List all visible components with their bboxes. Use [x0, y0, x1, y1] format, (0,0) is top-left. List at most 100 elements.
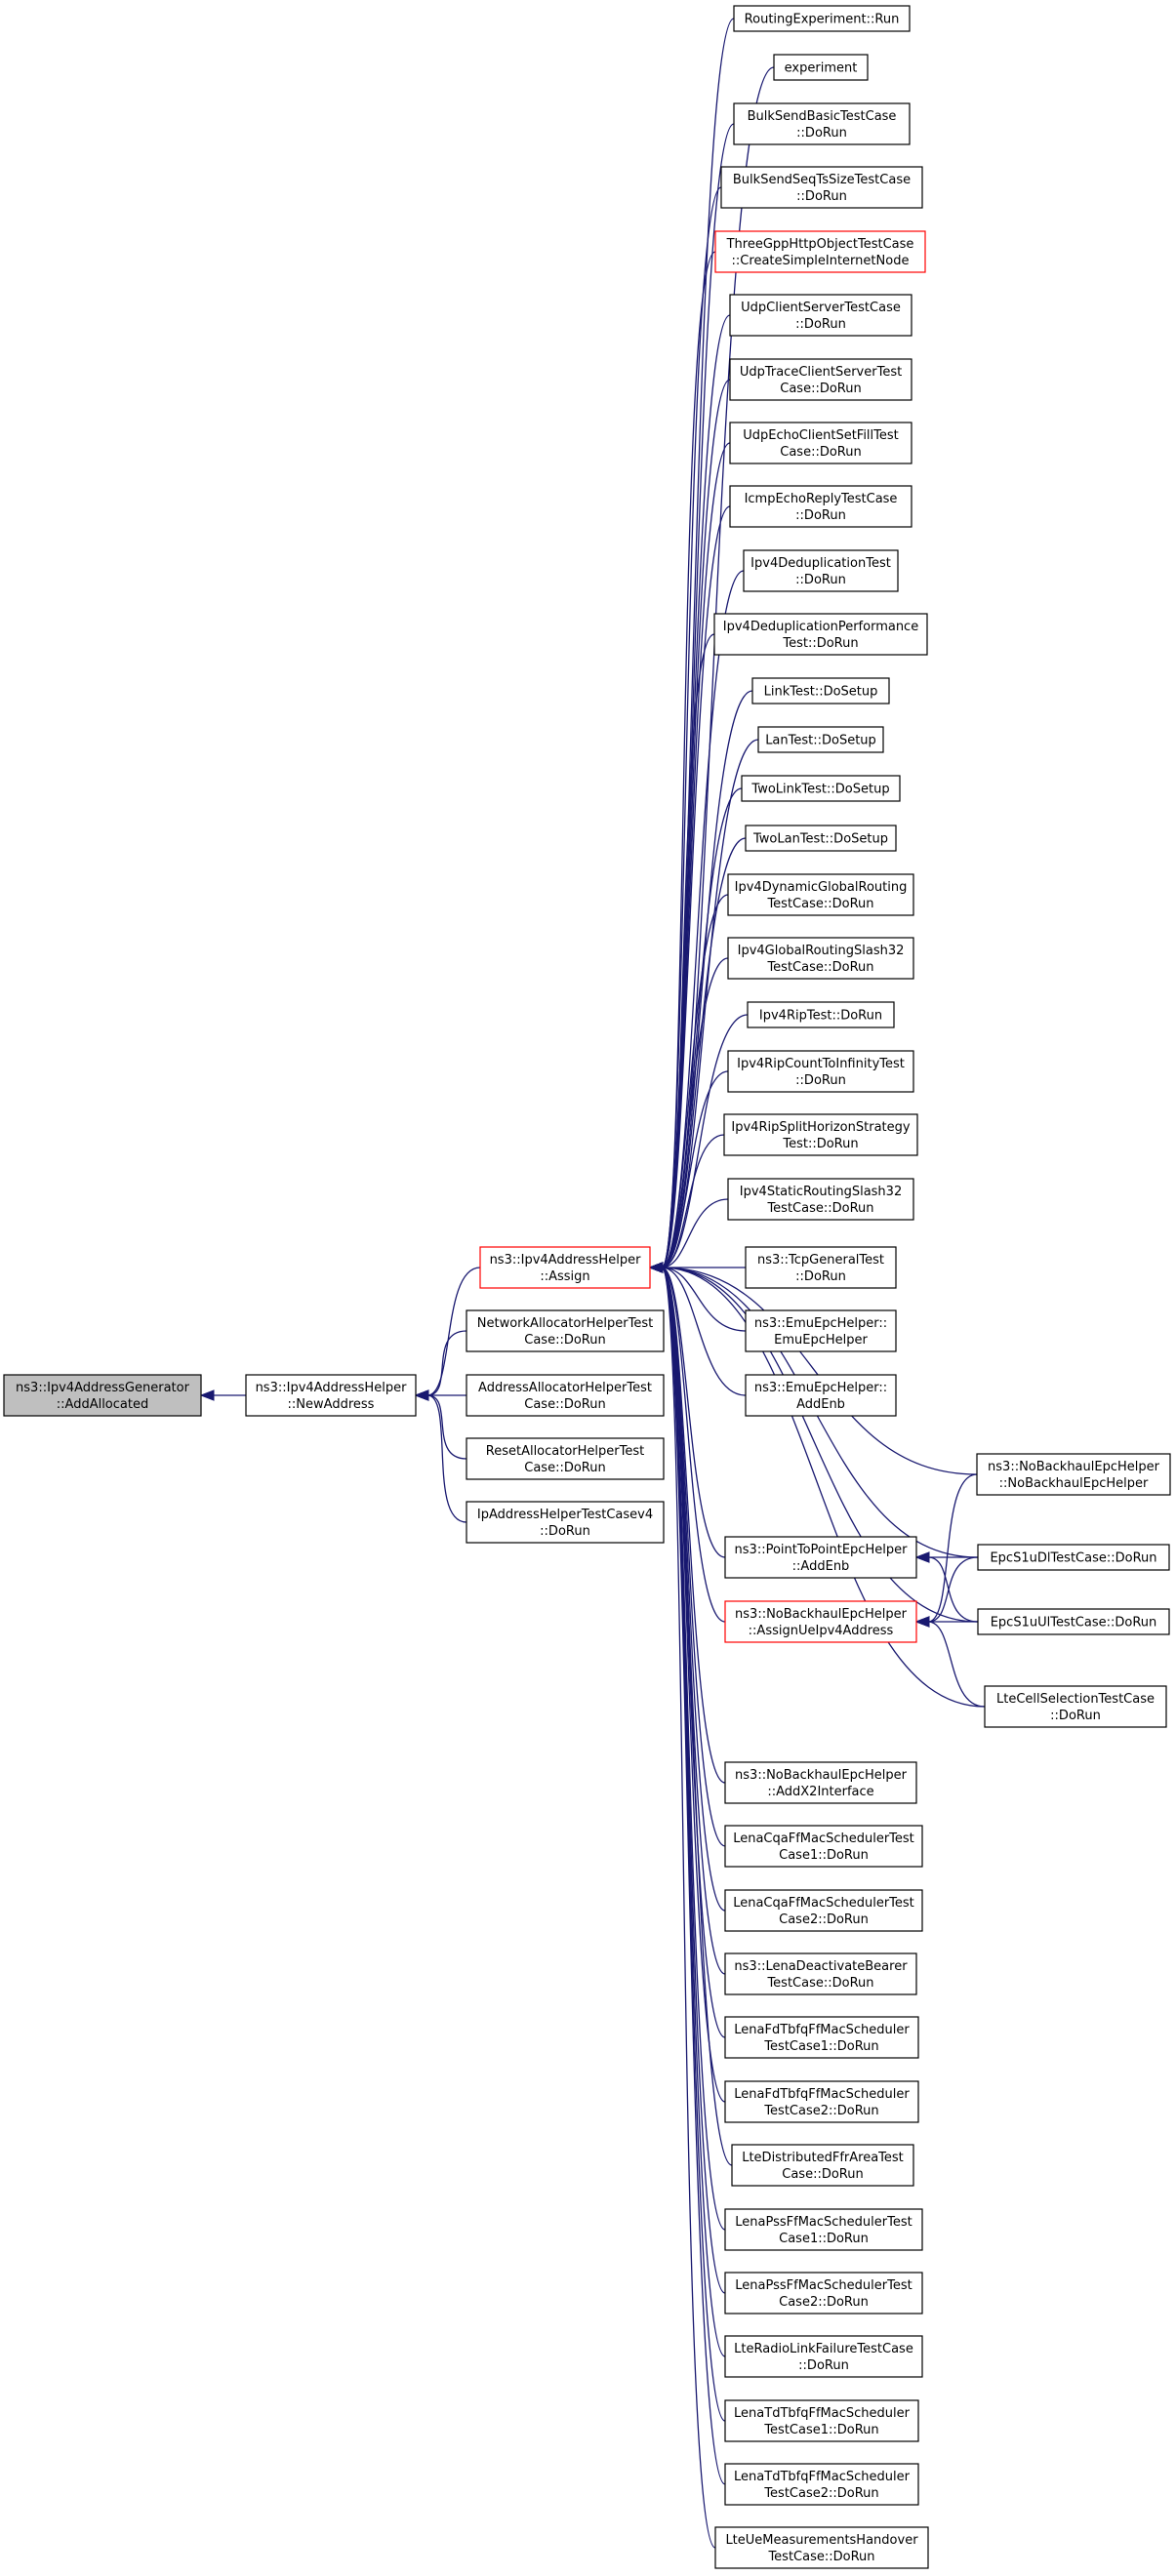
- node-bulkbasic[interactable]: BulkSendBasicTestCase::DoRun: [733, 102, 911, 145]
- node-label: ::AssignUeIpv4Address: [749, 1624, 894, 1638]
- node-box: [727, 1178, 914, 1221]
- node-box: [724, 2208, 923, 2251]
- node-icmpecho[interactable]: IcmpEchoReplyTestCase::DoRun: [729, 485, 912, 528]
- node-label: ::DoRun: [540, 1524, 590, 1539]
- node-experiment[interactable]: experiment: [773, 54, 869, 81]
- node-box: [724, 2272, 923, 2314]
- node-label: LenaFdTbfqFfMacScheduler: [734, 2023, 910, 2037]
- node-lantest[interactable]: LanTest::DoSetup: [757, 726, 884, 753]
- node-label: ::DoRun: [795, 317, 846, 332]
- node-label: experiment: [785, 61, 858, 76]
- edge-lenatd1-to-assign: [661, 1267, 726, 2422]
- node-routingexp[interactable]: RoutingExperiment::Run: [733, 5, 911, 32]
- node-udpcs[interactable]: UdpClientServerTestCase::DoRun: [729, 294, 912, 337]
- edge-ipv4static-to-assign: [661, 1198, 729, 1268]
- node-label: TestCase::DoRun: [766, 897, 873, 911]
- node-epcul[interactable]: EpcS1uUlTestCase::DoRun: [977, 1608, 1170, 1635]
- node-box: [466, 1501, 665, 1544]
- node-addx2[interactable]: ns3::NoBackhaulEpcHelper::AddX2Interface: [724, 1761, 917, 1804]
- arrowhead-iphelper-to-newaddress: [414, 1389, 429, 1401]
- node-box: [720, 166, 923, 209]
- node-label: ::NoBackhaulEpcHelper: [999, 1476, 1149, 1491]
- node-ipv4ripcount[interactable]: Ipv4RipCountToInfinityTest::DoRun: [727, 1050, 914, 1093]
- node-label: ns3::Ipv4AddressGenerator: [16, 1381, 190, 1395]
- node-label: ::CreateSimpleInternetNode: [732, 254, 910, 268]
- node-assign[interactable]: ns3::Ipv4AddressHelper::Assign: [479, 1246, 651, 1289]
- node-label: Ipv4GlobalRoutingSlash32: [738, 944, 905, 958]
- node-box: [714, 2526, 929, 2569]
- arrowhead-ltemeas-to-assign: [648, 1262, 664, 1273]
- node-twolinktest[interactable]: TwoLinkTest::DoSetup: [741, 775, 901, 802]
- node-bulkseq[interactable]: BulkSendSeqTsSizeTestCase::DoRun: [720, 166, 923, 209]
- node-threegpp[interactable]: ThreeGppHttpObjectTestCase::CreateSimple…: [714, 230, 926, 273]
- node-box: [976, 1453, 1171, 1496]
- node-generator[interactable]: ns3::Ipv4AddressGenerator::AddAllocated: [3, 1374, 202, 1417]
- node-p2paddenb[interactable]: ns3::PointToPointEpcHelper::AddEnb: [724, 1536, 917, 1579]
- node-label: BulkSendSeqTsSizeTestCase: [733, 173, 911, 187]
- node-tcpgeneral[interactable]: ns3::TcpGeneralTest::DoRun: [745, 1246, 897, 1289]
- node-label: LteUeMeasurementsHandover: [725, 2533, 918, 2548]
- edge-ipv4dyn-to-assign: [661, 894, 729, 1268]
- node-label: ns3::EmuEpcHelper::: [754, 1381, 887, 1395]
- node-box: [751, 677, 890, 704]
- node-label: TwoLinkTest::DoSetup: [750, 783, 889, 797]
- node-box: [757, 726, 884, 753]
- node-label: Case::DoRun: [524, 1461, 605, 1475]
- node-nobackhaulctor[interactable]: ns3::NoBackhaulEpcHelper::NoBackhaulEpcH…: [976, 1453, 1171, 1496]
- node-label: Case2::DoRun: [779, 2295, 869, 2310]
- node-box: [731, 2144, 914, 2187]
- node-box: [724, 2080, 919, 2123]
- node-ipv4dedup[interactable]: Ipv4DeduplicationTest::DoRun: [743, 549, 899, 592]
- node-newaddress[interactable]: ns3::Ipv4AddressHelper::NewAddress: [245, 1374, 417, 1417]
- node-box: [714, 230, 926, 273]
- node-box: [3, 1374, 202, 1417]
- node-label: ns3::Ipv4AddressHelper: [256, 1381, 408, 1395]
- node-assignue[interactable]: ns3::NoBackhaulEpcHelper::AssignUeIpv4Ad…: [724, 1600, 917, 1643]
- node-ipv4rip[interactable]: Ipv4RipTest::DoRun: [747, 1001, 895, 1028]
- node-label: ns3::PointToPointEpcHelper: [735, 1543, 909, 1557]
- node-label: LenaTdTbfqFfMacScheduler: [734, 2406, 911, 2421]
- node-iphelper[interactable]: IpAddressHelperTestCasev4::DoRun: [466, 1501, 665, 1544]
- node-label: LenaTdTbfqFfMacScheduler: [734, 2470, 911, 2484]
- node-twolantest[interactable]: TwoLanTest::DoSetup: [745, 825, 897, 852]
- edge-linktest-to-assign: [661, 690, 753, 1268]
- node-box: [727, 1050, 914, 1093]
- node-lteradio[interactable]: LteRadioLinkFailureTestCase::DoRun: [724, 2335, 923, 2378]
- node-ltecellsel[interactable]: LteCellSelectionTestCase::DoRun: [984, 1685, 1167, 1728]
- node-box: [479, 1246, 651, 1289]
- node-box: [466, 1374, 665, 1417]
- node-label: AddressAllocatorHelperTest: [478, 1381, 652, 1395]
- edge-ltecellsel-to-assignue: [927, 1621, 986, 1708]
- node-epcdl[interactable]: EpcS1uDlTestCase::DoRun: [977, 1544, 1170, 1571]
- node-label: ::AddX2Interface: [767, 1785, 873, 1799]
- node-emuaddenb[interactable]: ns3::EmuEpcHelper::AddEnb: [745, 1374, 897, 1417]
- node-label: Ipv4RipTest::DoRun: [759, 1009, 882, 1024]
- node-linktest[interactable]: LinkTest::DoSetup: [751, 677, 890, 704]
- node-box: [747, 1001, 895, 1028]
- edge-p2paddenb-to-assign: [661, 1267, 726, 1558]
- node-emuepc[interactable]: ns3::EmuEpcHelper::EmuEpcHelper: [745, 1309, 897, 1352]
- node-label: ::DoRun: [796, 189, 847, 204]
- node-label: BulkSendBasicTestCase: [748, 109, 897, 124]
